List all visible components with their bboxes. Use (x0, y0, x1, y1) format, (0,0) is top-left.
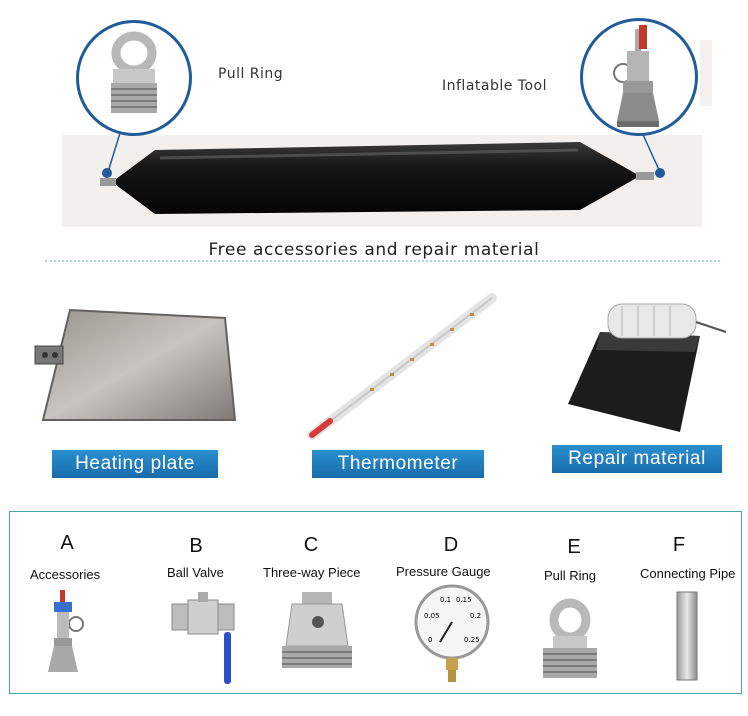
gauge-tick-5: 0 (428, 636, 432, 644)
gauge-tick-6: 0.25 (464, 636, 480, 644)
inflatable-tool-label: Inflatable Tool (442, 78, 548, 94)
part-a-letter: A (60, 532, 74, 554)
inflatable-tool-callout (580, 18, 698, 136)
part-c-name: Three-way Piece (263, 565, 361, 580)
part-e-name: Pull Ring (544, 568, 597, 583)
part-f-letter: F (672, 534, 686, 556)
three-way-piece-image (282, 592, 352, 668)
part-d-name: Pressure Gauge (396, 564, 491, 579)
ball-valve-image (171, 592, 235, 684)
accessories-assembly-image (48, 590, 84, 672)
heating-plate-label: Heating plate (52, 450, 218, 478)
section-divider (45, 260, 720, 262)
part-d-letter: D (443, 534, 459, 556)
pull-ring-icon (111, 31, 157, 113)
repair-material-image (568, 303, 727, 432)
part-b-name: Ball Valve (167, 565, 224, 580)
gauge-tick-1: 0.1 (440, 596, 451, 604)
airbag-image (100, 142, 654, 214)
part-f-name: Connecting Pipe (640, 566, 736, 581)
right-callout-dot (655, 168, 665, 178)
repair-material-label: Repair material (552, 445, 722, 473)
heating-plate-image (34, 308, 237, 421)
right-faint-edge (700, 40, 712, 106)
part-e-letter: E (567, 536, 581, 558)
gauge-tick-4: 0.2 (470, 612, 481, 620)
part-c-letter: C (303, 534, 319, 556)
thermometer-label: Thermometer (312, 450, 484, 478)
parts-box (9, 511, 742, 694)
part-a-name: Accessories (30, 567, 101, 582)
pull-ring-callout (76, 20, 192, 136)
part-b-letter: B (189, 535, 203, 557)
inflatable-tool-icon (613, 25, 659, 127)
gauge-tick-3: 0.05 (424, 612, 440, 620)
pull-ring-label: Pull Ring (218, 66, 284, 82)
pull-ring-part-image (543, 598, 597, 678)
pressure-gauge-image: 0.1 0.15 0.05 0.2 0 0.25 (414, 584, 490, 682)
gauge-tick-2: 0.15 (456, 596, 472, 604)
section-title: Free accessories and repair material (208, 240, 540, 260)
left-callout-dot (102, 168, 112, 178)
thermometer-image (307, 293, 497, 440)
connecting-pipe-image (676, 591, 698, 681)
